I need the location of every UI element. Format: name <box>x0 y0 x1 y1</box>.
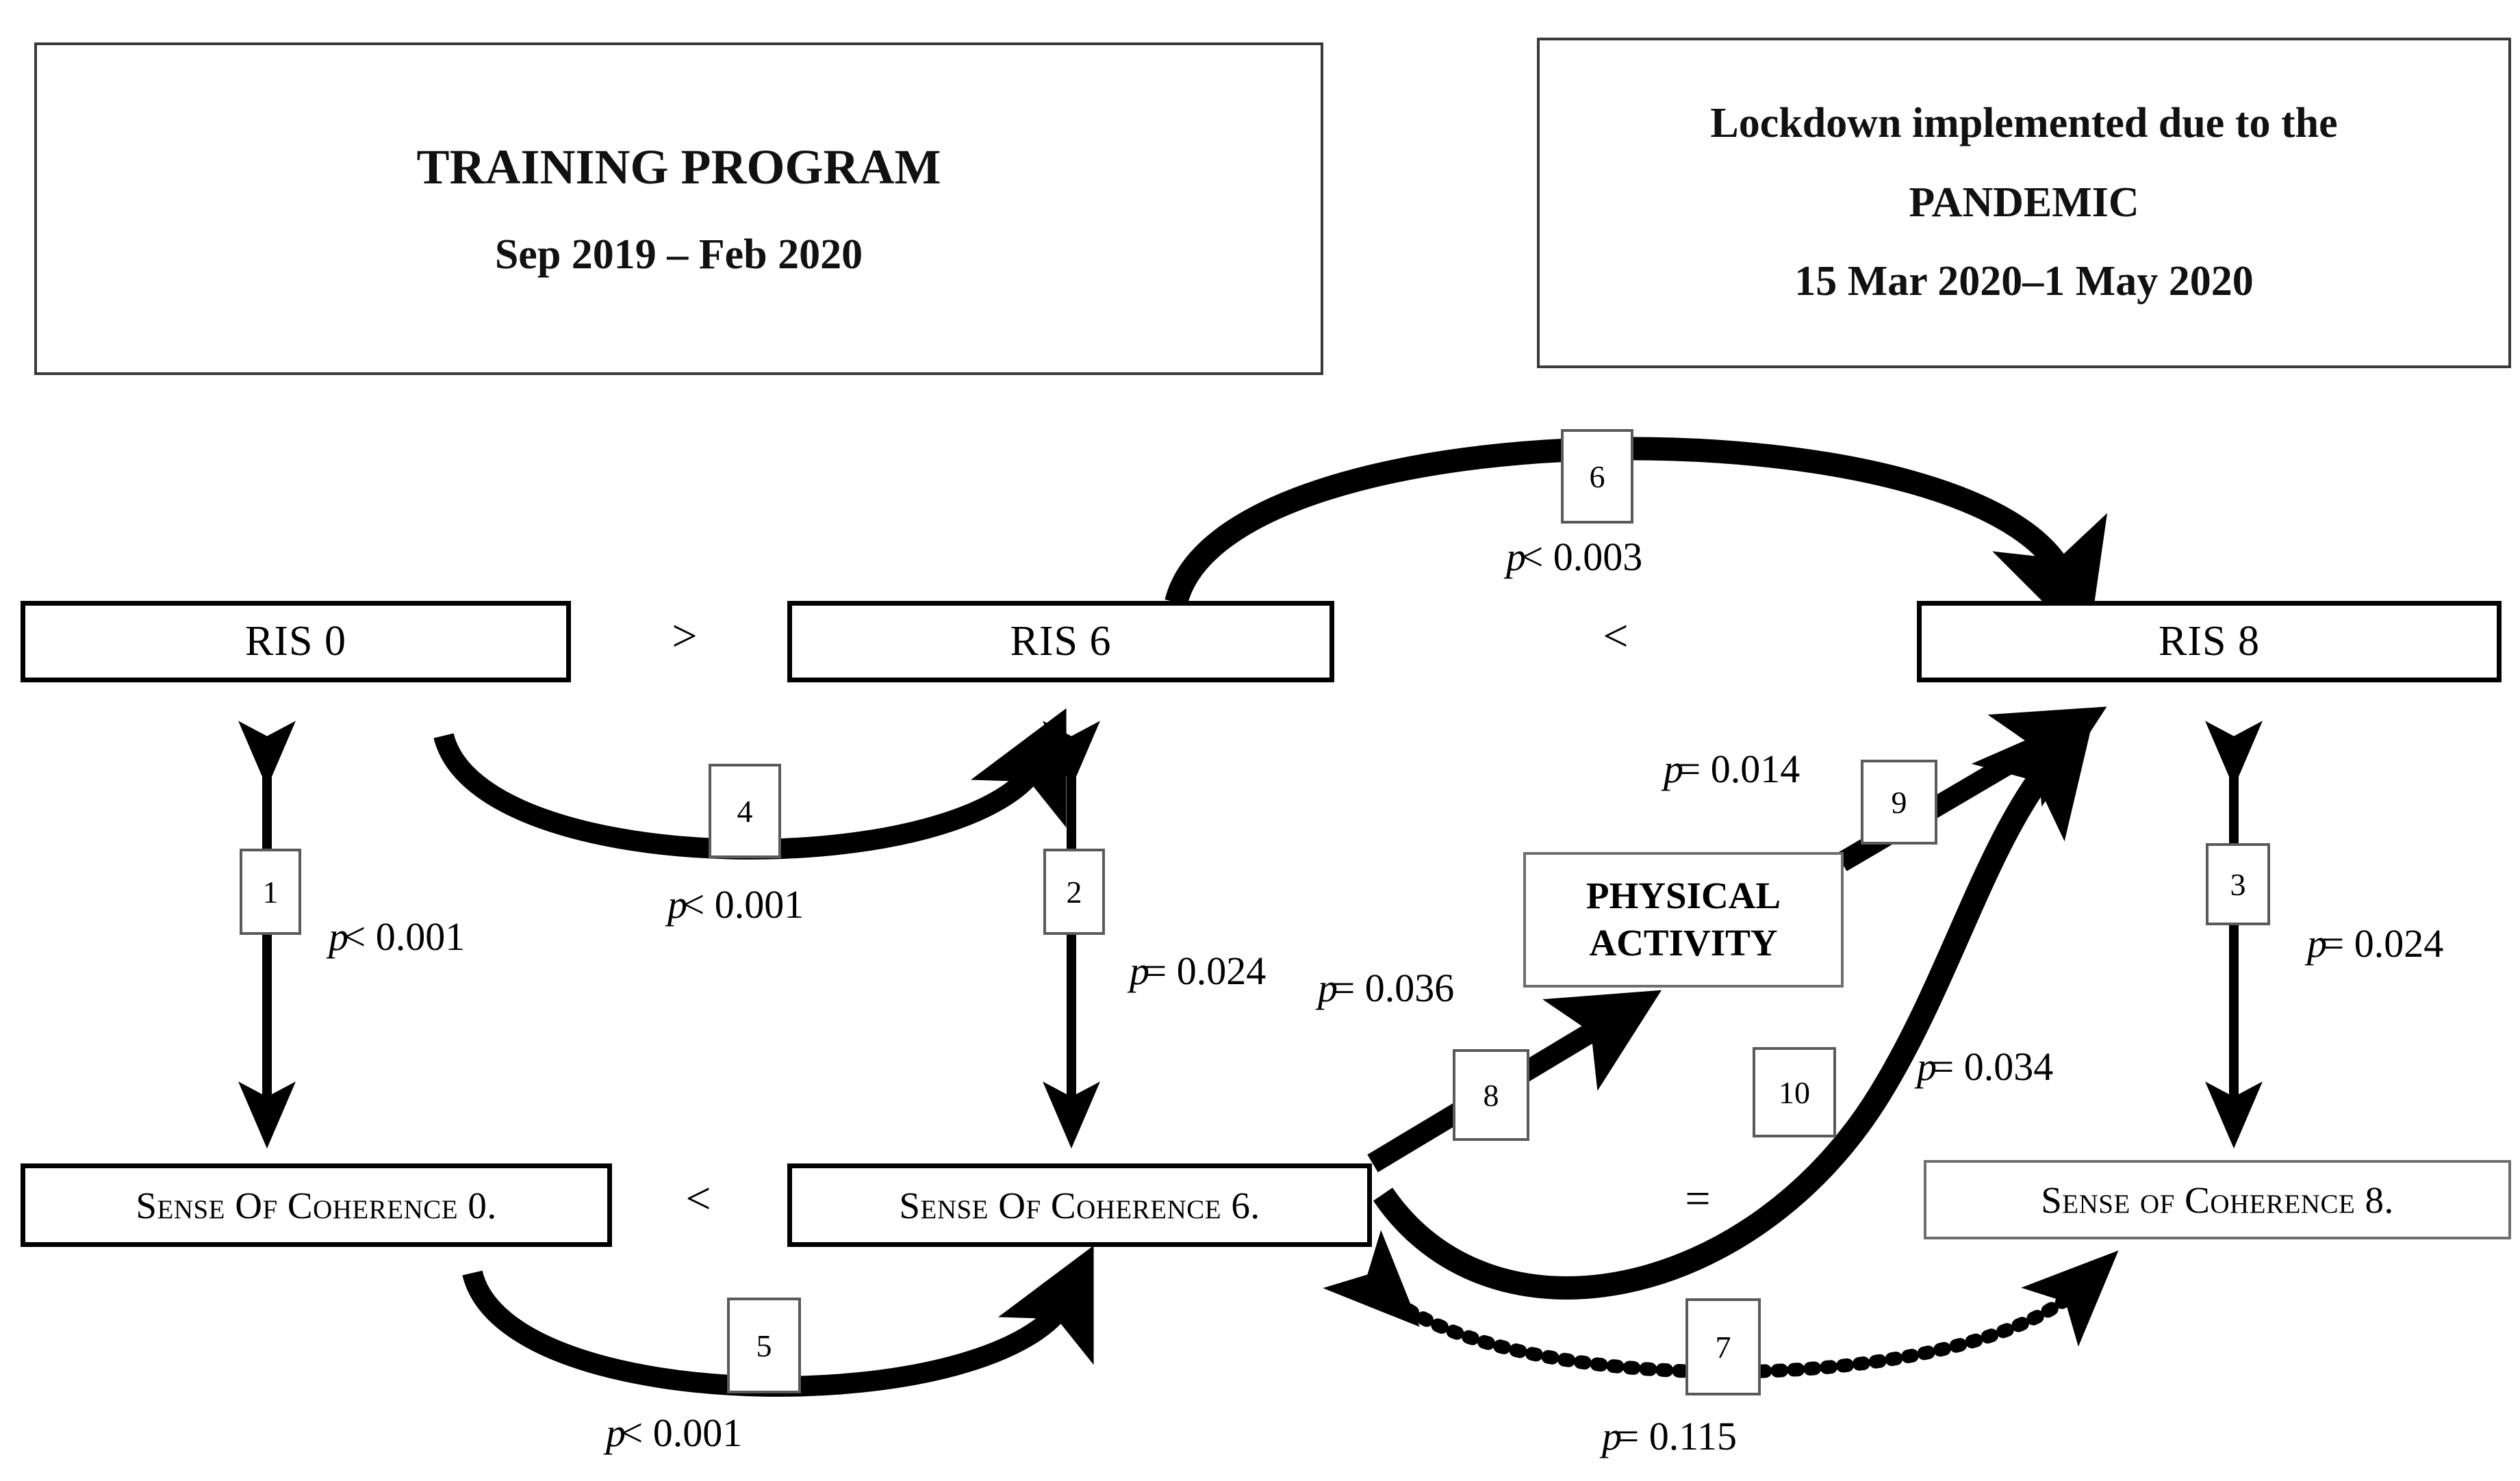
edge-tag-label: 1 <box>262 874 279 910</box>
p-value-edge-6: p < 0.003 <box>1506 535 1643 579</box>
p-value-text: = 0.024 <box>2312 921 2444 966</box>
header-line: Lockdown implemented due to the <box>1710 99 2338 146</box>
node-sense-of-coherence-0: Sense Of Coherence 0. <box>21 1163 612 1247</box>
edge-tag-1: 1 <box>240 849 301 935</box>
edge-tag-5: 5 <box>727 1298 801 1393</box>
operator-soc0-vs-soc6: < <box>657 1174 739 1224</box>
node-label: RIS 8 <box>2159 618 2260 665</box>
node-ris-6: RIS 6 <box>787 601 1334 682</box>
p-value-text: = 0.036 <box>1323 966 1455 1010</box>
operator-symbol: < <box>685 1174 711 1224</box>
operator-symbol: < <box>1603 611 1629 661</box>
edge-tag-9: 9 <box>1861 760 1937 845</box>
header-line: 15 Mar 2020–1 May 2020 <box>1794 258 2254 305</box>
p-value-text: = 0.034 <box>1922 1044 2054 1089</box>
edge-tag-label: 9 <box>1891 784 1907 820</box>
node-ris-8: RIS 8 <box>1917 601 2502 682</box>
p-value-text: < 0.001 <box>333 914 466 959</box>
edge-tag-label: 2 <box>1066 874 1082 910</box>
edge-tag-label: 5 <box>756 1328 772 1363</box>
node-label: RIS 6 <box>1010 618 1112 665</box>
operator-ris0-vs-ris6: > <box>644 611 726 661</box>
edge-tag-3: 3 <box>2206 843 2270 925</box>
p-value-edge-9: p = 0.014 <box>1664 747 1800 791</box>
p-value-edge-3: p = 0.024 <box>2307 921 2444 966</box>
node-physical-activity: PHYSICAL ACTIVITY <box>1523 852 1844 988</box>
p-value-text: = 0.115 <box>1607 1414 1738 1458</box>
node-label-line: PHYSICAL <box>1586 875 1781 917</box>
header-line: PANDEMIC <box>1909 179 2139 226</box>
edge-tag-label: 10 <box>1779 1074 1810 1110</box>
edge-tag-label: 4 <box>737 793 753 829</box>
edge-tag-2: 2 <box>1043 849 1105 935</box>
p-value-edge-10: p = 0.034 <box>1917 1044 2054 1089</box>
edge-tag-8: 8 <box>1453 1049 1529 1141</box>
p-value-text: = 0.014 <box>1668 747 1800 791</box>
p-value-edge-4: p < 0.001 <box>667 882 804 927</box>
p-value-edge-8: p = 0.036 <box>1318 966 1455 1010</box>
node-sense-of-coherence-8: Sense of Coherence 8. <box>1924 1160 2511 1239</box>
edge-tag-10: 10 <box>1753 1047 1836 1137</box>
edge-tag-label: 8 <box>1483 1077 1499 1113</box>
node-label-line: ACTIVITY <box>1589 922 1778 964</box>
node-label: Sense of Coherence 8. <box>2041 1179 2394 1221</box>
header-box-lockdown-pandemic: Lockdown implemented due to the PANDEMIC… <box>1537 38 2511 368</box>
operator-symbol: > <box>672 611 698 661</box>
edge-tag-6: 6 <box>1561 429 1633 524</box>
node-ris-0: RIS 0 <box>21 601 571 682</box>
node-label: Sense Of Coherence 0. <box>136 1184 497 1226</box>
p-value-edge-2: p = 0.024 <box>1130 949 1267 993</box>
p-value-edge-7: p = 0.115 <box>1602 1414 1738 1458</box>
p-value-edge-1: p < 0.001 <box>329 914 466 959</box>
p-value-edge-5: p < 0.001 <box>606 1411 743 1455</box>
header-box-training-program: TRAINING PROGRAM Sep 2019 – Feb 2020 <box>34 42 1323 375</box>
operator-symbol: = <box>1685 1174 1711 1224</box>
edge-tag-label: 3 <box>2230 866 2246 902</box>
edge-tag-label: 6 <box>1589 459 1605 494</box>
node-label: Sense Of Coherence 6. <box>899 1184 1260 1226</box>
header-line: Sep 2019 – Feb 2020 <box>494 231 863 279</box>
node-sense-of-coherence-6: Sense Of Coherence 6. <box>787 1163 1372 1247</box>
header-line: TRAINING PROGRAM <box>416 139 941 194</box>
operator-ris6-vs-ris8: < <box>1575 611 1657 661</box>
edge-tag-7: 7 <box>1685 1298 1761 1395</box>
p-value-text: < 0.001 <box>672 882 804 927</box>
node-label: RIS 0 <box>245 618 346 665</box>
edge-tag-label: 7 <box>1715 1329 1731 1365</box>
p-value-text: < 0.001 <box>611 1411 743 1455</box>
operator-soc6-vs-soc8: = <box>1657 1174 1739 1224</box>
p-value-text: = 0.024 <box>1134 949 1267 993</box>
edge-tag-4: 4 <box>709 764 781 858</box>
p-value-text: < 0.003 <box>1511 535 1643 579</box>
